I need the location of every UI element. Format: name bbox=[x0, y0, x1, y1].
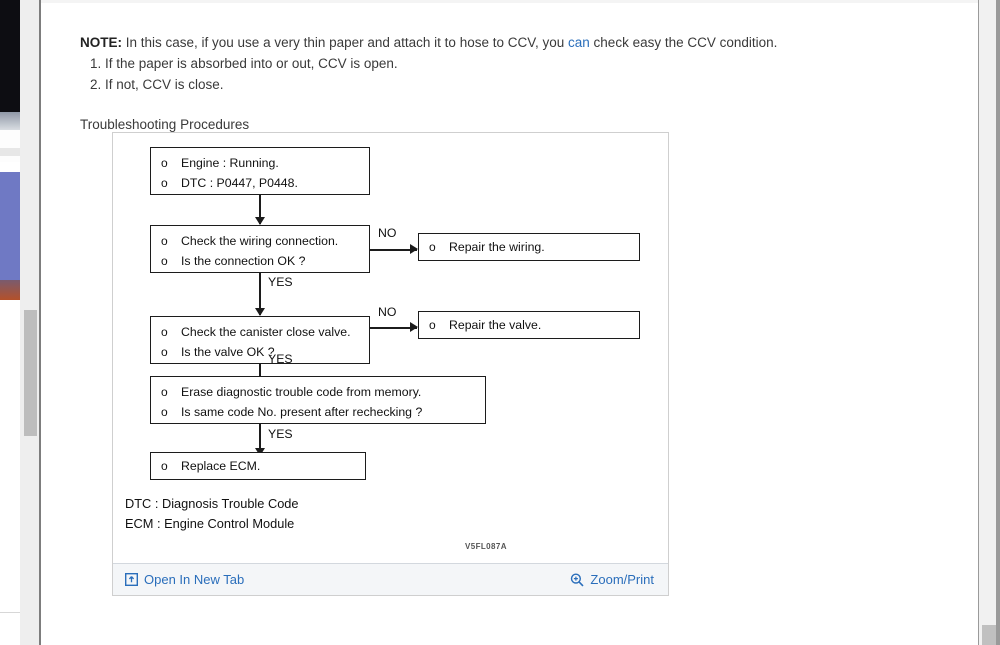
arrow-start-to-wiring bbox=[255, 195, 264, 225]
bullet-icon: o bbox=[161, 156, 168, 170]
flow-line-text: Engine : Running. bbox=[181, 156, 279, 170]
flow-line: o Is the connection OK ? bbox=[161, 251, 361, 271]
bullet-icon: o bbox=[161, 459, 168, 473]
clipped-thumbnail-dark bbox=[0, 0, 20, 112]
edge-label-no-wiring: NO bbox=[378, 226, 397, 240]
page-right-edge bbox=[978, 0, 979, 645]
note-inline-link[interactable]: can bbox=[568, 35, 590, 50]
legend-dtc: DTC : Diagnosis Trouble Code bbox=[125, 496, 299, 511]
flow-line: o Engine : Running. bbox=[161, 153, 361, 173]
clipped-text-fragment bbox=[0, 148, 20, 156]
edge-label-yes-wiring: YES bbox=[268, 275, 293, 289]
section-title: Troubleshooting Procedures bbox=[80, 117, 250, 132]
left-scrollbar-thumb[interactable] bbox=[24, 310, 37, 436]
bullet-icon: o bbox=[161, 345, 168, 359]
figure-code: V5FL087A bbox=[465, 542, 507, 551]
note-text-after: check easy the CCV condition. bbox=[589, 35, 778, 50]
clipped-whitespace-2 bbox=[0, 162, 20, 172]
note-list-item-1: 1. If the paper is absorbed into or out,… bbox=[90, 56, 398, 71]
flow-box-start: o Engine : Running. o DTC : P0447, P0448… bbox=[150, 147, 370, 195]
flow-line-text: Check the wiring connection. bbox=[181, 234, 339, 248]
flow-line-text: Erase diagnostic trouble code from memor… bbox=[181, 385, 422, 399]
left-clipped-column bbox=[0, 0, 20, 645]
page-left-edge bbox=[39, 0, 41, 645]
flow-box-check-valve: o Check the canister close valve. o Is t… bbox=[150, 316, 370, 364]
flow-box-erase-codes: o Erase diagnostic trouble code from mem… bbox=[150, 376, 486, 424]
flow-diagram: o Engine : Running. o DTC : P0447, P0448… bbox=[113, 133, 668, 563]
flow-line-text: Replace ECM. bbox=[181, 459, 261, 473]
edge-label-yes-valve: YES bbox=[268, 352, 293, 366]
open-in-new-tab-label: Open In New Tab bbox=[144, 572, 245, 587]
right-scroll-gutter bbox=[979, 0, 1000, 645]
clipped-thumbnail-cloud bbox=[0, 112, 20, 130]
bullet-icon: o bbox=[161, 176, 168, 190]
note-label: NOTE: bbox=[80, 35, 122, 50]
bullet-icon: o bbox=[429, 318, 436, 332]
zoom-print-button[interactable]: Zoom/Print bbox=[570, 572, 654, 587]
flow-line: o Erase diagnostic trouble code from mem… bbox=[161, 382, 477, 402]
edge-label-yes-erase: YES bbox=[268, 427, 293, 441]
bullet-icon: o bbox=[429, 240, 436, 254]
flow-line-text: DTC : P0447, P0448. bbox=[181, 176, 298, 190]
bullet-icon: o bbox=[161, 254, 168, 268]
figure-footer-bar: Open In New Tab Zoom/Print bbox=[113, 563, 668, 595]
note-list-item-2: 2. If not, CCV is close. bbox=[90, 77, 224, 92]
bullet-icon: o bbox=[161, 234, 168, 248]
clipped-whitespace-3 bbox=[0, 300, 20, 645]
flow-line: o Repair the valve. bbox=[429, 315, 631, 335]
legend-ecm: ECM : Engine Control Module bbox=[125, 516, 295, 531]
flow-line: o Repair the wiring. bbox=[429, 237, 631, 257]
arrow-valve-no bbox=[370, 323, 418, 331]
arrow-erase-yes bbox=[255, 424, 264, 456]
flow-box-repair-valve: o Repair the valve. bbox=[418, 311, 640, 339]
note-text-before: In this case, if you use a very thin pap… bbox=[122, 35, 569, 50]
flow-line: o Check the wiring connection. bbox=[161, 231, 361, 251]
right-scrollbar-thumb[interactable] bbox=[982, 625, 997, 645]
arrow-wiring-yes bbox=[255, 273, 264, 316]
flow-line-text: Repair the valve. bbox=[449, 318, 542, 332]
flow-line: o Is the valve OK ? bbox=[161, 342, 361, 362]
flow-line: o Is same code No. present after recheck… bbox=[161, 402, 477, 422]
zoom-print-label: Zoom/Print bbox=[590, 572, 654, 587]
external-link-icon bbox=[125, 573, 138, 586]
arrow-wiring-no bbox=[370, 245, 418, 253]
bullet-icon: o bbox=[161, 325, 168, 339]
flow-line-text: Is the connection OK ? bbox=[181, 254, 306, 268]
magnifier-plus-icon bbox=[570, 572, 584, 587]
clipped-card-bottom bbox=[0, 612, 20, 645]
flow-box-check-wiring: o Check the wiring connection. o Is the … bbox=[150, 225, 370, 273]
flow-line: o Replace ECM. bbox=[161, 456, 357, 476]
clipped-whitespace-1 bbox=[0, 130, 20, 162]
flow-box-repair-wiring: o Repair the wiring. bbox=[418, 233, 640, 261]
open-in-new-tab-button[interactable]: Open In New Tab bbox=[125, 572, 244, 587]
article-content: NOTE: In this case, if you use a very th… bbox=[80, 32, 940, 132]
flow-line: o Check the canister close valve. bbox=[161, 322, 361, 342]
note-paragraph: NOTE: In this case, if you use a very th… bbox=[80, 32, 940, 53]
window-right-border bbox=[996, 0, 1000, 645]
bullet-icon: o bbox=[161, 385, 168, 399]
flow-line-text: Repair the wiring. bbox=[449, 240, 545, 254]
flow-line-text: Is the valve OK ? bbox=[181, 345, 275, 359]
clipped-thumbnail-blue bbox=[0, 172, 20, 292]
edge-label-no-valve: NO bbox=[378, 305, 397, 319]
document-page: NOTE: In this case, if you use a very th… bbox=[41, 0, 978, 645]
flow-box-replace-ecm: o Replace ECM. bbox=[150, 452, 366, 480]
flow-line: o DTC : P0447, P0448. bbox=[161, 173, 361, 193]
flow-line-text: Is same code No. present after recheckin… bbox=[181, 405, 423, 419]
flow-line-text: Check the canister close valve. bbox=[181, 325, 351, 339]
bullet-icon: o bbox=[161, 405, 168, 419]
clipped-thumbnail-orange bbox=[0, 280, 20, 300]
figure-card: o Engine : Running. o DTC : P0447, P0448… bbox=[112, 132, 669, 596]
